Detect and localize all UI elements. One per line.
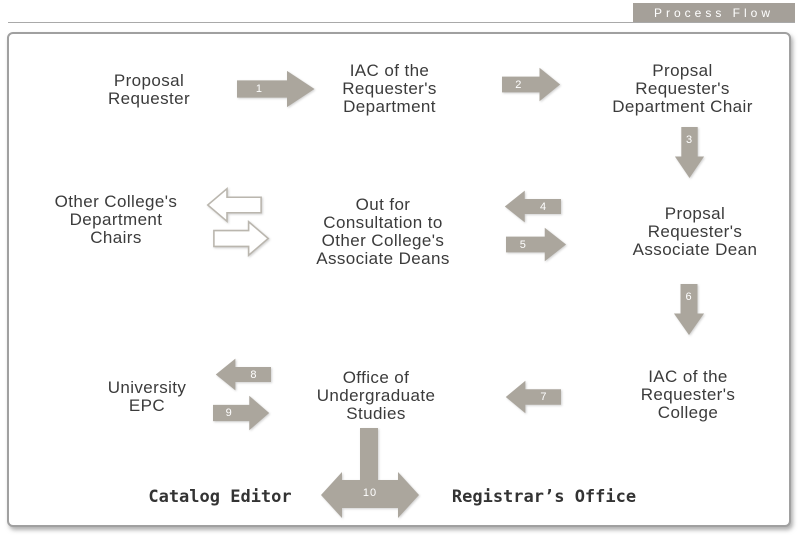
flow-arrow-4-left-icon: 4 [503,189,561,224]
node-line: Department Chair [612,97,753,116]
flow-arrow-6-down-icon: 6 [673,284,705,337]
node-line: EPC [128,396,166,415]
node-line: Requester's [635,79,730,98]
node-iac-department: IAC of the Requester's Department [302,62,477,116]
process-flow-header: Process Flow [633,3,795,22]
node-line: IAC of the [349,61,430,80]
node-proposal-requester: Proposal Requester [69,72,229,108]
arrow-step-number: 1 [255,83,263,95]
node-other-college-chairs: Other College's Department Chairs [26,193,206,247]
node-office-undergraduate: Office of Undergraduate Studies [291,369,461,423]
node-line: Department [69,210,163,229]
node-line: Requester's [647,222,743,241]
node-line: Requester's [640,385,736,404]
header-underline [8,22,795,23]
arrow-step-number: 8 [250,368,258,381]
node-line: Out for [355,195,411,214]
arrow-step-number: 10 [362,486,378,499]
page-title: Process Flow [653,5,775,20]
node-line: Chairs [90,228,142,247]
node-line: Other College's [321,231,445,250]
node-line: Department [343,97,436,116]
node-line: Propsal [664,204,726,223]
arrow-step-number: 7 [540,391,548,403]
flow-arrow-8-left-icon: 8 [214,357,271,392]
node-registrars-office: Registrar’s Office [451,487,637,507]
flow-arrow-2-right-icon: 2 [502,66,562,103]
node-line: Undergraduate [316,386,436,405]
flow-arrow-3-down-icon: 3 [674,127,705,180]
arrow-step-number: 2 [515,78,523,91]
node-line: University [107,378,187,397]
node-line: College [657,403,719,422]
node-line: Associate Dean [632,240,758,259]
hollow-arrow-right-icon [213,220,270,257]
flow-arrow-5-right-icon: 5 [506,226,568,263]
node-associate-dean: Propsal Requester's Associate Dean [600,205,790,259]
flow-arrow-10-split-icon: 10 [320,428,420,518]
node-line: Studies [346,404,406,423]
node-line: IAC of the [648,367,728,386]
arrow-step-number: 4 [540,200,548,213]
node-line: Propsal [652,61,713,80]
node-catalog-editor: Catalog Editor [148,487,292,507]
node-university-epc: University EPC [72,379,222,415]
node-line: Office of [342,368,410,387]
node-line: Requester [107,89,191,108]
node-line: Requester's [342,79,437,98]
node-line: Consultation to [323,213,443,232]
hollow-arrow-left-icon [206,187,262,223]
diagram-frame [7,32,791,527]
node-department-chair: Propsal Requester's Department Chair [580,62,785,116]
arrow-step-number: 9 [225,407,233,419]
flow-arrow-9-right-icon: 9 [213,394,271,432]
node-out-for-consultation: Out for Consultation to Other College's … [288,196,478,268]
node-line: Other College's [54,192,178,211]
arrow-step-number: 6 [685,290,693,303]
flow-arrow-1-right-icon: 1 [237,69,317,109]
node-iac-college: IAC of the Requester's College [608,368,768,422]
flow-arrow-7-left-icon: 7 [504,379,561,415]
node-line: Associate Deans [316,249,450,268]
node-line: Proposal [113,71,185,90]
arrow-step-number: 3 [685,133,694,146]
arrow-step-number: 5 [519,238,527,251]
